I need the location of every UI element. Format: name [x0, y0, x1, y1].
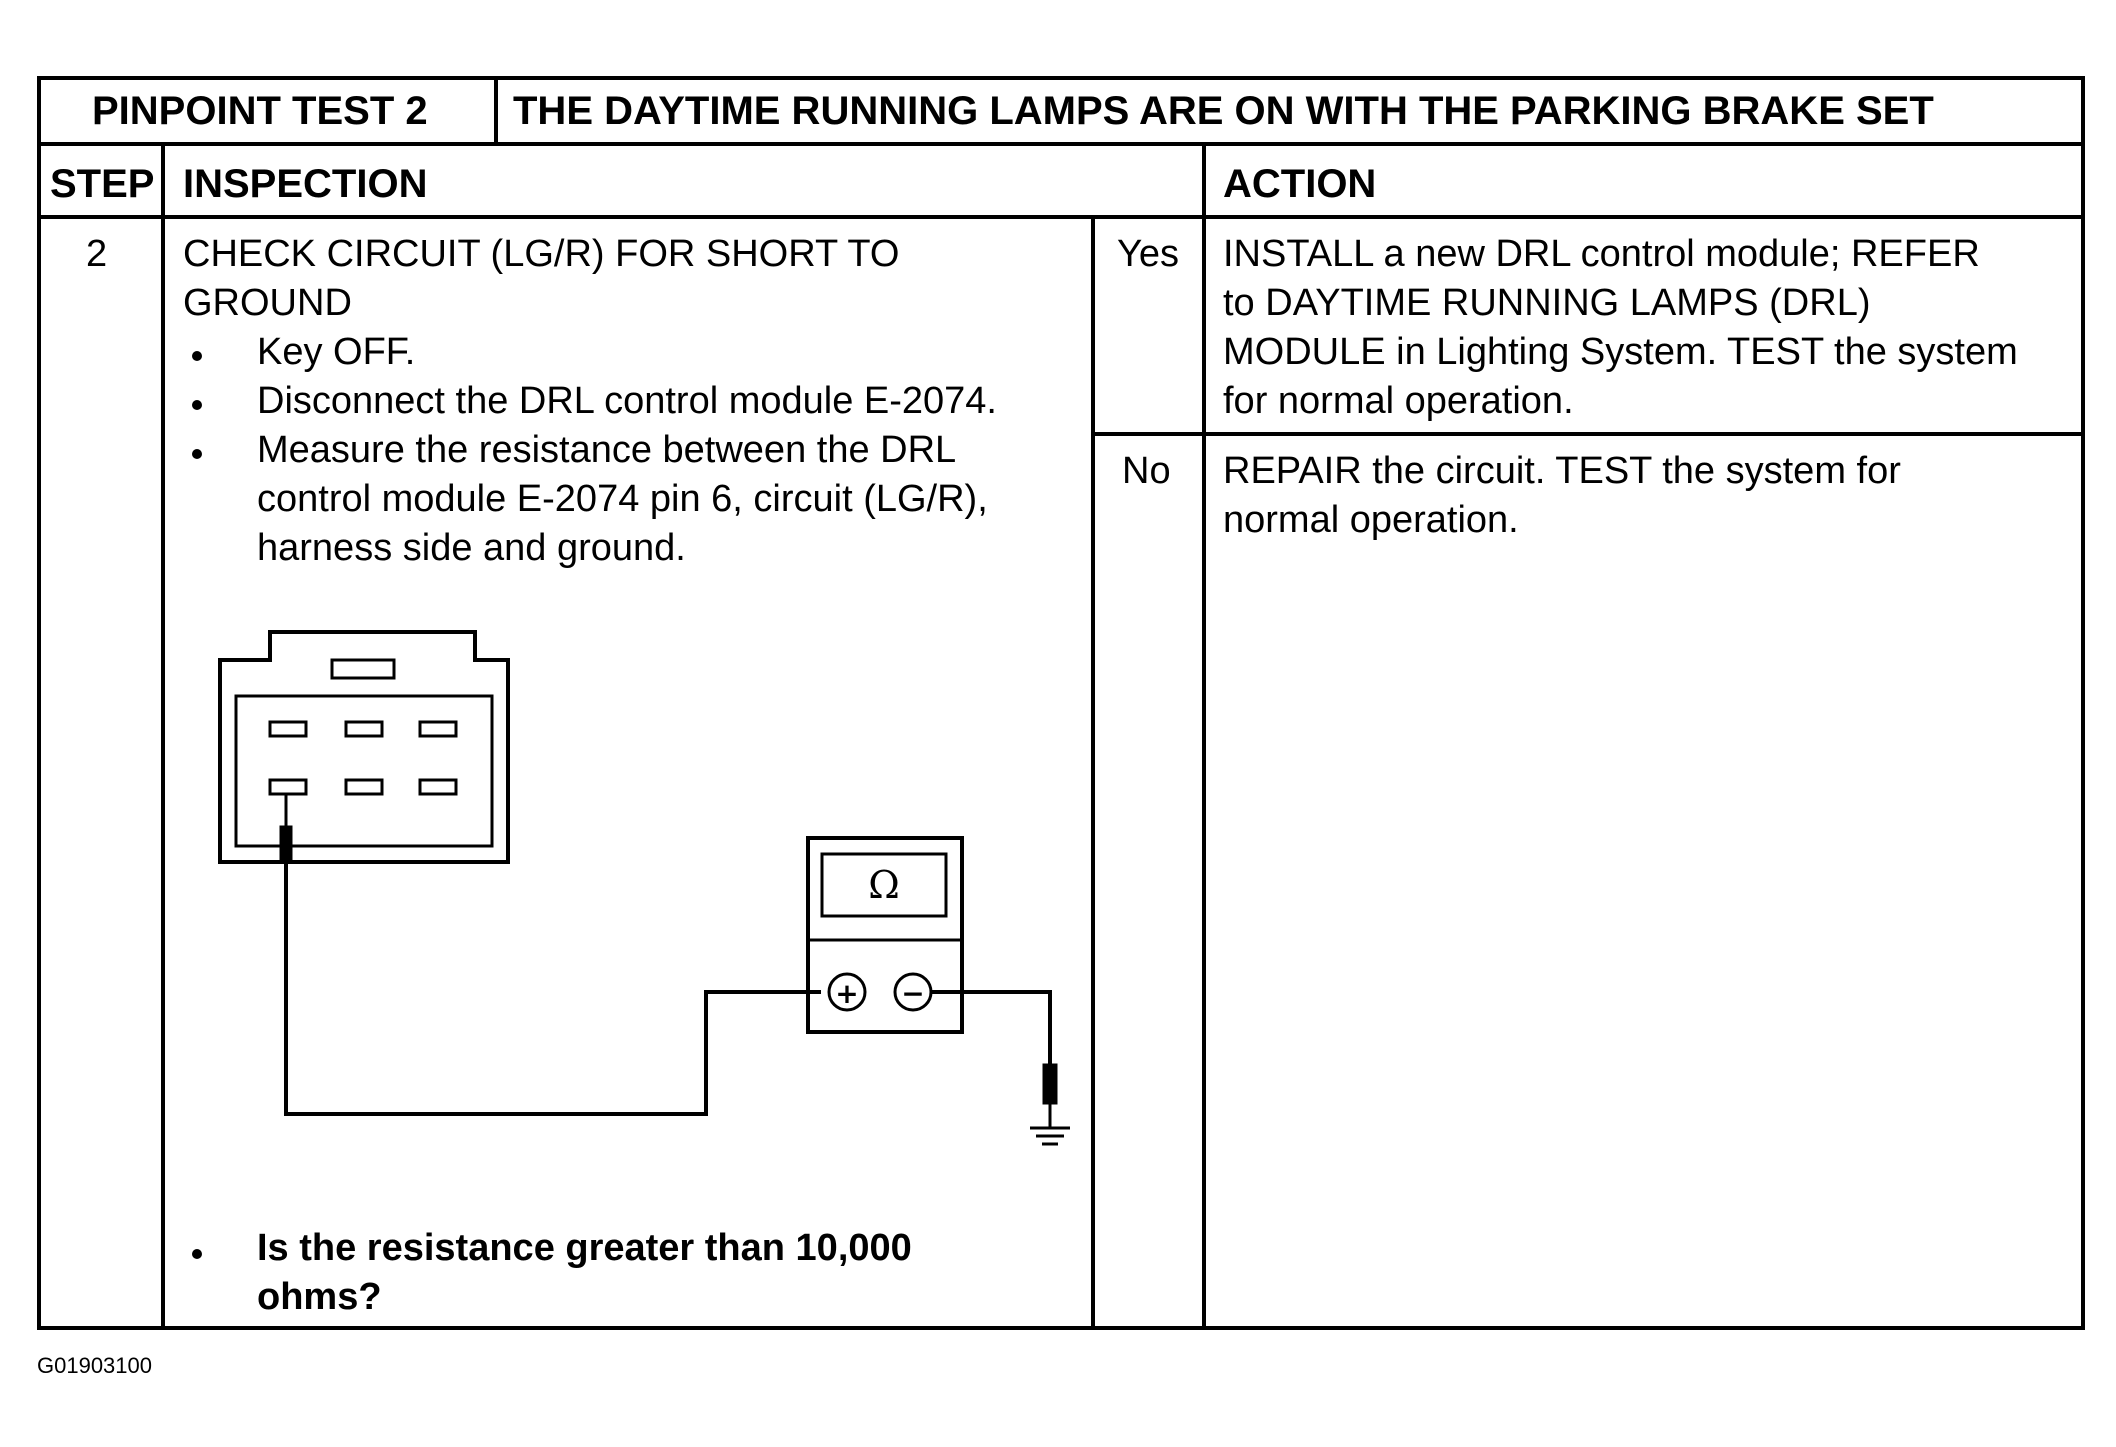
probe-pin6	[279, 794, 293, 863]
bullet-disconnect: Disconnect the DRL control module E-2074…	[257, 380, 997, 422]
column-header-step: STEP	[50, 162, 155, 206]
test-lead-positive	[284, 860, 821, 1116]
action-yes-line-1: INSTALL a new DRL control module; REFER	[1223, 233, 1980, 275]
action-no-line-2: normal operation.	[1223, 499, 1519, 541]
step-column-divider	[161, 144, 165, 1330]
action-yes-line-3: MODULE in Lighting System. TEST the syst…	[1223, 331, 2018, 373]
table-border-left	[37, 76, 41, 1330]
connector-measurement-diagram: Ω + −	[218, 630, 1070, 1146]
answer-yes-label: Yes	[1117, 233, 1179, 275]
drl-connector	[218, 630, 510, 864]
bullet-marker	[192, 351, 202, 361]
action-yes-line-2: to DAYTIME RUNNING LAMPS (DRL)	[1223, 282, 1871, 324]
bullet-measure-line-1: Measure the resistance between the DRL	[257, 429, 957, 471]
table-border-bottom	[37, 1326, 2085, 1330]
bullet-marker	[192, 449, 202, 459]
action-column-divider	[1202, 144, 1206, 1330]
table-border-top	[37, 76, 2085, 80]
column-header-inspection: INSPECTION	[183, 162, 428, 206]
step-number: 2	[86, 233, 108, 275]
action-yes-line-4: for normal operation.	[1223, 380, 1574, 422]
bullet-key-off: Key OFF.	[257, 331, 416, 373]
test-label: PINPOINT TEST 2	[92, 89, 428, 133]
question-line-1: Is the resistance greater than 10,000	[257, 1227, 912, 1269]
column-header-action: ACTION	[1223, 162, 1377, 206]
minus-symbol: −	[901, 977, 924, 1010]
test-lead-negative	[931, 990, 1052, 1065]
step-title-line-2: GROUND	[183, 282, 352, 324]
answer-no-label: No	[1122, 450, 1171, 492]
question-line-2: ohms?	[257, 1276, 382, 1318]
column-header-divider	[37, 215, 2085, 219]
bullet-measure-line-2: control module E-2074 pin 6, circuit (LG…	[257, 478, 988, 520]
ground-icon	[1030, 1126, 1070, 1146]
answer-column-divider	[1091, 215, 1095, 1330]
table-border-right	[2081, 76, 2085, 1330]
header-split	[494, 76, 498, 144]
test-title: THE DAYTIME RUNNING LAMPS ARE ON WITH TH…	[513, 89, 1934, 133]
ground-clip	[1042, 1063, 1058, 1128]
yes-no-divider	[1091, 432, 2085, 436]
figure-id: G01903100	[37, 1353, 152, 1378]
bullet-marker	[192, 1249, 202, 1259]
plus-symbol: +	[835, 977, 858, 1010]
header-divider	[37, 142, 2085, 146]
action-no-line-1: REPAIR the circuit. TEST the system for	[1223, 450, 1901, 492]
step-title-line-1: CHECK CIRCUIT (LG/R) FOR SHORT TO	[183, 233, 900, 275]
positive-terminal-icon	[827, 972, 867, 1012]
bullet-measure-line-3: harness side and ground.	[257, 527, 686, 569]
bullet-marker	[192, 400, 202, 410]
ohm-symbol: Ω	[868, 863, 900, 907]
